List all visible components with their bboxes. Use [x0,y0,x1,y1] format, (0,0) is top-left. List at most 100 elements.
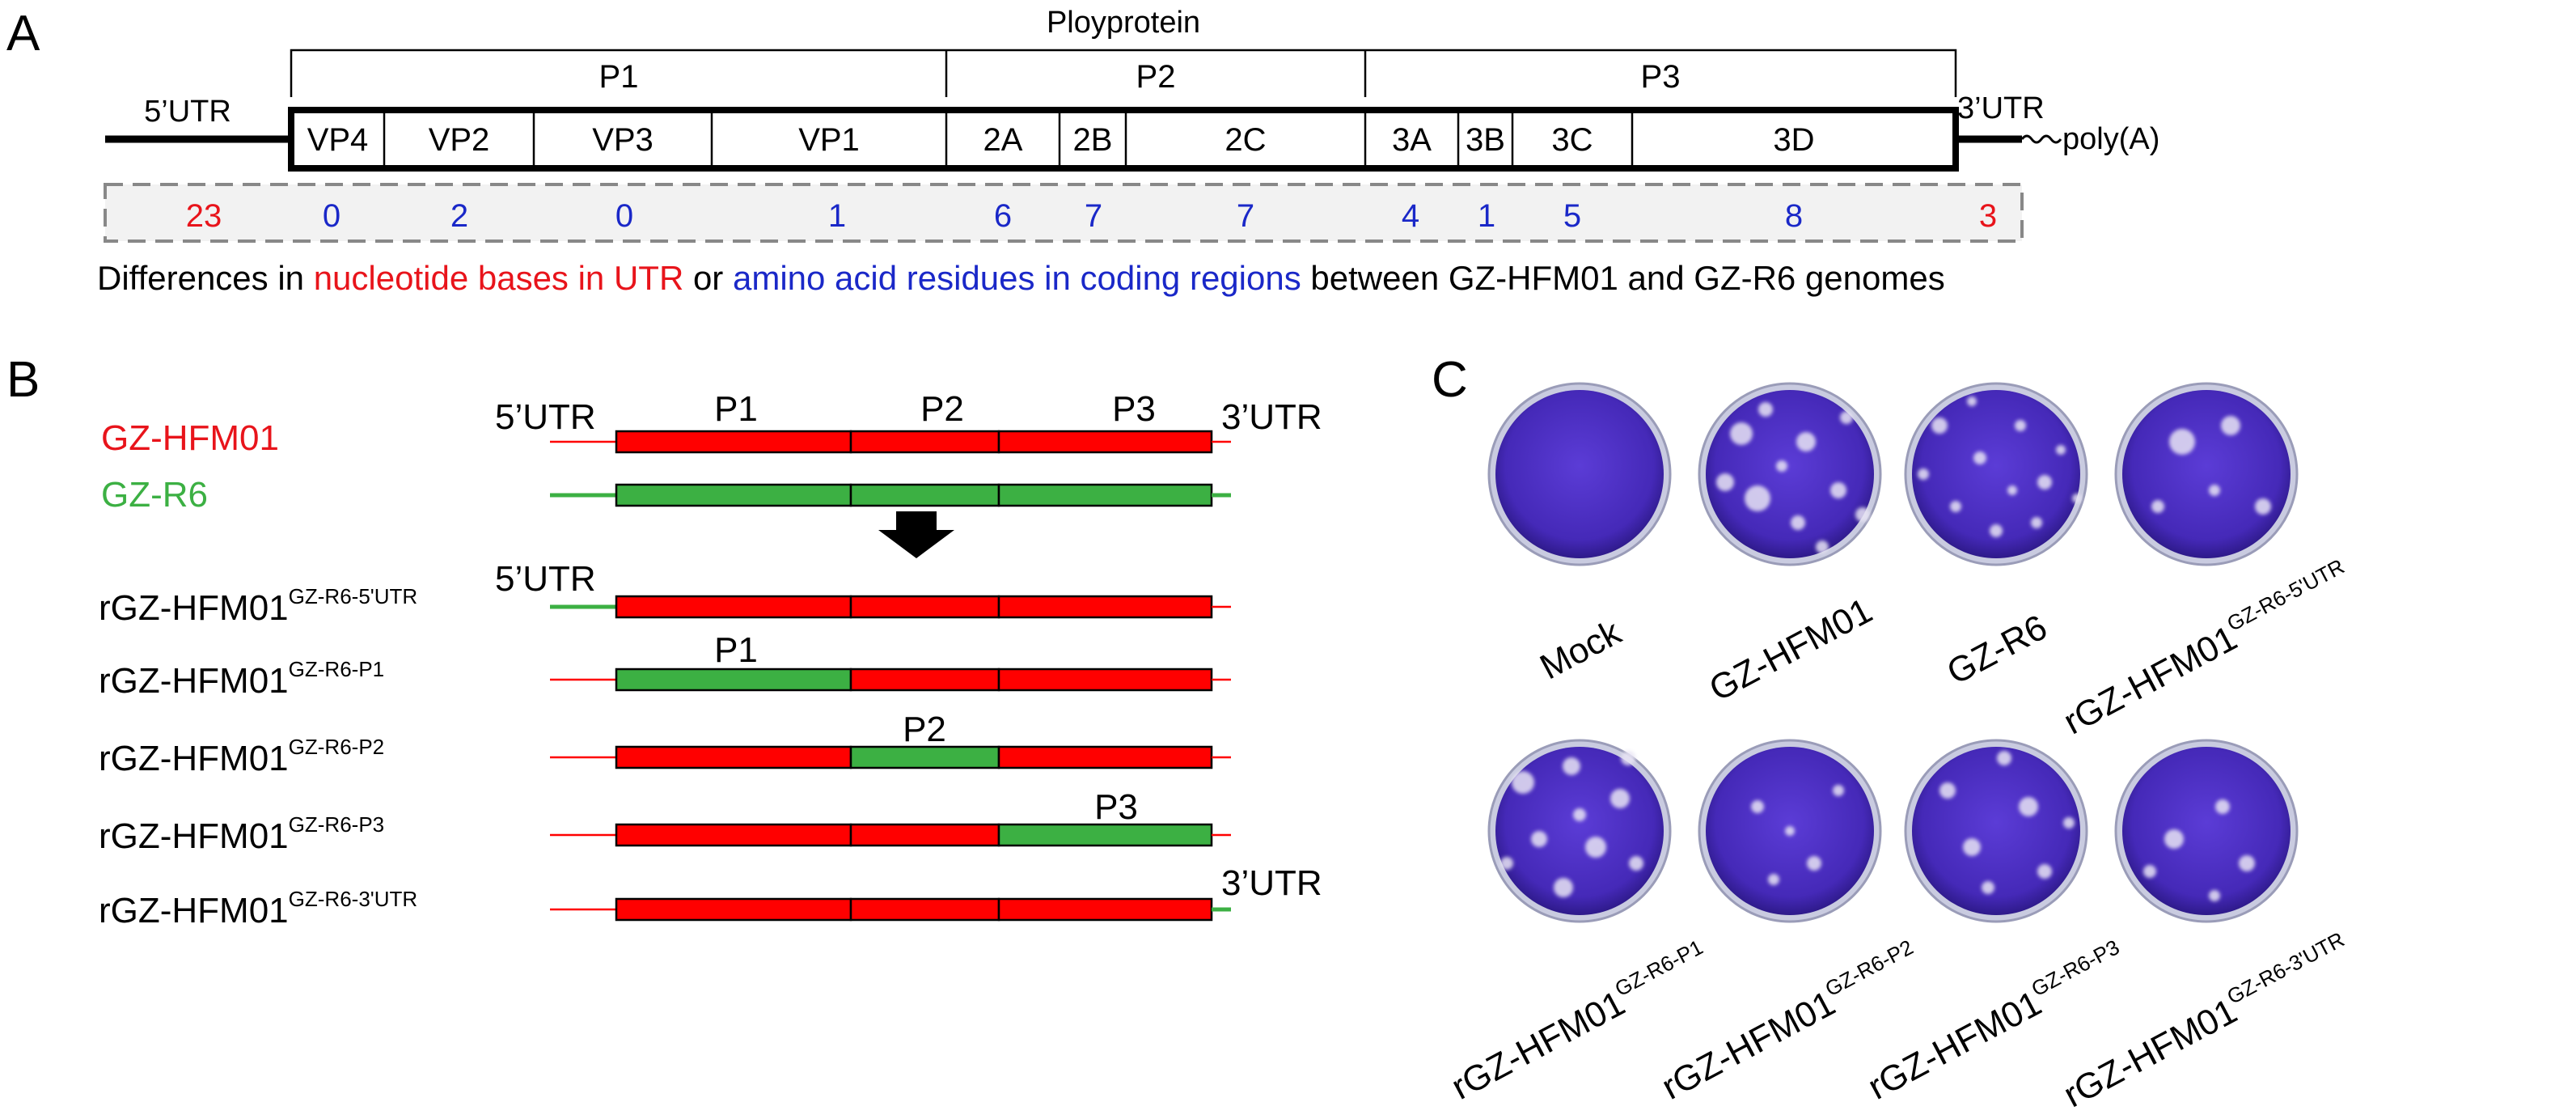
recombinant-row: rGZ-HFM01GZ-R6-3'UTR 3’UTR [99,863,1322,930]
p3-segment [997,668,1213,692]
genome-box [288,107,1959,172]
recombinant-superscript: GZ-R6-P2 [289,735,384,759]
plaque [2209,890,2220,901]
down-arrow-icon [878,511,954,558]
recombinant-name: rGZ-HFM01GZ-R6-5'UTR [99,584,417,628]
header-utr5-label: 5’UTR [495,397,596,437]
swap-label: 3’UTR [1221,863,1322,903]
plate-well [1495,390,1664,558]
plaque [2056,445,2066,455]
plaque [2015,420,2026,431]
p2-segment [849,483,1000,507]
p1-segment [615,483,852,507]
plaque [1716,473,1734,491]
utr5-label: 5’UTR [144,95,231,129]
gene-label: VP3 [592,122,654,158]
plate-well [2122,390,2290,558]
plate-superscript: GZ-R6-3'UTR [2223,927,2349,1009]
plaque [1512,771,1534,794]
difference-value: 5 [1563,198,1581,234]
culture-plate: rGZ-HFM01GZ-R6-P3 [1862,739,2123,1108]
recombinant-base: rGZ-HFM01 [99,739,289,778]
gene-label: 3A [1392,122,1432,158]
p1-segment [615,668,852,692]
swap-label: 5’UTR [495,559,596,599]
recombinant-superscript: GZ-R6-3'UTR [289,887,418,911]
gene-label: 3B [1466,122,1505,158]
p3-segment [997,897,1213,922]
header-p1-label: P1 [714,389,758,429]
plaque [1791,515,1805,530]
plaque [1830,482,1846,498]
plaque [1629,856,1643,871]
culture-plate: GZ-HFM01 [1698,382,1882,710]
parent-name-r6: GZ-R6 [101,475,208,515]
gene-label: VP2 [429,122,490,158]
gene-label: VP4 [307,122,369,158]
plaque [1745,485,1770,511]
polyprotein-label: Ployprotein [1047,6,1200,40]
p1-segment [615,897,852,922]
plate-well [1912,390,2080,558]
plaque [2143,865,2156,878]
plaque [1918,468,1929,480]
caption-utr-text: nucleotide bases in UTR [314,259,684,297]
recombinant-base: rGZ-HFM01 [99,661,289,701]
recombinant-superscript: GZ-R6-5'UTR [289,584,418,608]
plaque [1758,402,1773,417]
plate-label: GZ-R6 [1940,608,2054,693]
plaque [2031,517,2042,528]
plaque [1554,878,1573,897]
plaque [2239,855,2255,871]
recombinant-superscript: GZ-R6-P3 [289,812,384,837]
difference-value: 23 [186,198,222,234]
recombinant-base: rGZ-HFM01 [99,588,289,628]
utr3-label: 3’UTR [1957,91,2045,125]
plaque [2221,416,2240,435]
plaque [1500,857,1513,870]
plate-name: Mock [1533,612,1628,687]
polya-label: poly(A) [2062,122,2159,156]
plaque [1776,460,1787,472]
recombinant-name: rGZ-HFM01GZ-R6-P2 [99,735,384,778]
plate-name: rGZ-HFM01 [1656,983,1842,1107]
plate-well [2122,747,2290,915]
recombinant-superscript: GZ-R6-P1 [289,657,384,681]
parent-name-hfm01: GZ-HFM01 [101,418,279,458]
plaque [2255,498,2271,515]
difference-value: 8 [1785,198,1803,234]
region-label: P3 [1641,59,1681,95]
plaque [1785,826,1795,836]
difference-value: 0 [615,198,633,234]
p3-segment [997,595,1213,619]
plaque [2072,494,2082,503]
swap-label: P3 [1094,787,1138,827]
plate-well [1495,747,1664,915]
plaque [1730,422,1753,445]
gene-label: 2B [1073,122,1113,158]
culture-plate: GZ-R6 [1904,382,2088,693]
plate-name: rGZ-HFM01 [2058,618,2244,742]
p2-segment [849,430,1000,454]
p1-segment [615,745,852,769]
panel-b-letter: B [6,352,40,408]
header-utr3-label: 3’UTR [1221,397,1322,437]
difference-value: 6 [994,198,1012,234]
p2-segment [849,668,1000,692]
plaque [1973,451,1986,464]
p2-segment [849,823,1000,847]
plate-label: GZ-HFM01 [1703,591,1879,710]
culture-plate: rGZ-HFM01GZ-R6-P2 [1656,739,1917,1108]
recombinant-name: rGZ-HFM01GZ-R6-3'UTR [99,887,417,930]
p1-segment [615,595,852,619]
culture-plate: Mock [1487,382,1672,688]
plaque [1585,837,1606,858]
recombinant-base: rGZ-HFM01 [99,891,289,930]
plate-name: rGZ-HFM01 [1862,983,2048,1107]
plate-label: rGZ-HFM01GZ-R6-5'UTR [2055,554,2357,743]
culture-plate: rGZ-HFM01GZ-R6-5'UTR [2055,382,2357,743]
p2-segment [849,897,1000,922]
